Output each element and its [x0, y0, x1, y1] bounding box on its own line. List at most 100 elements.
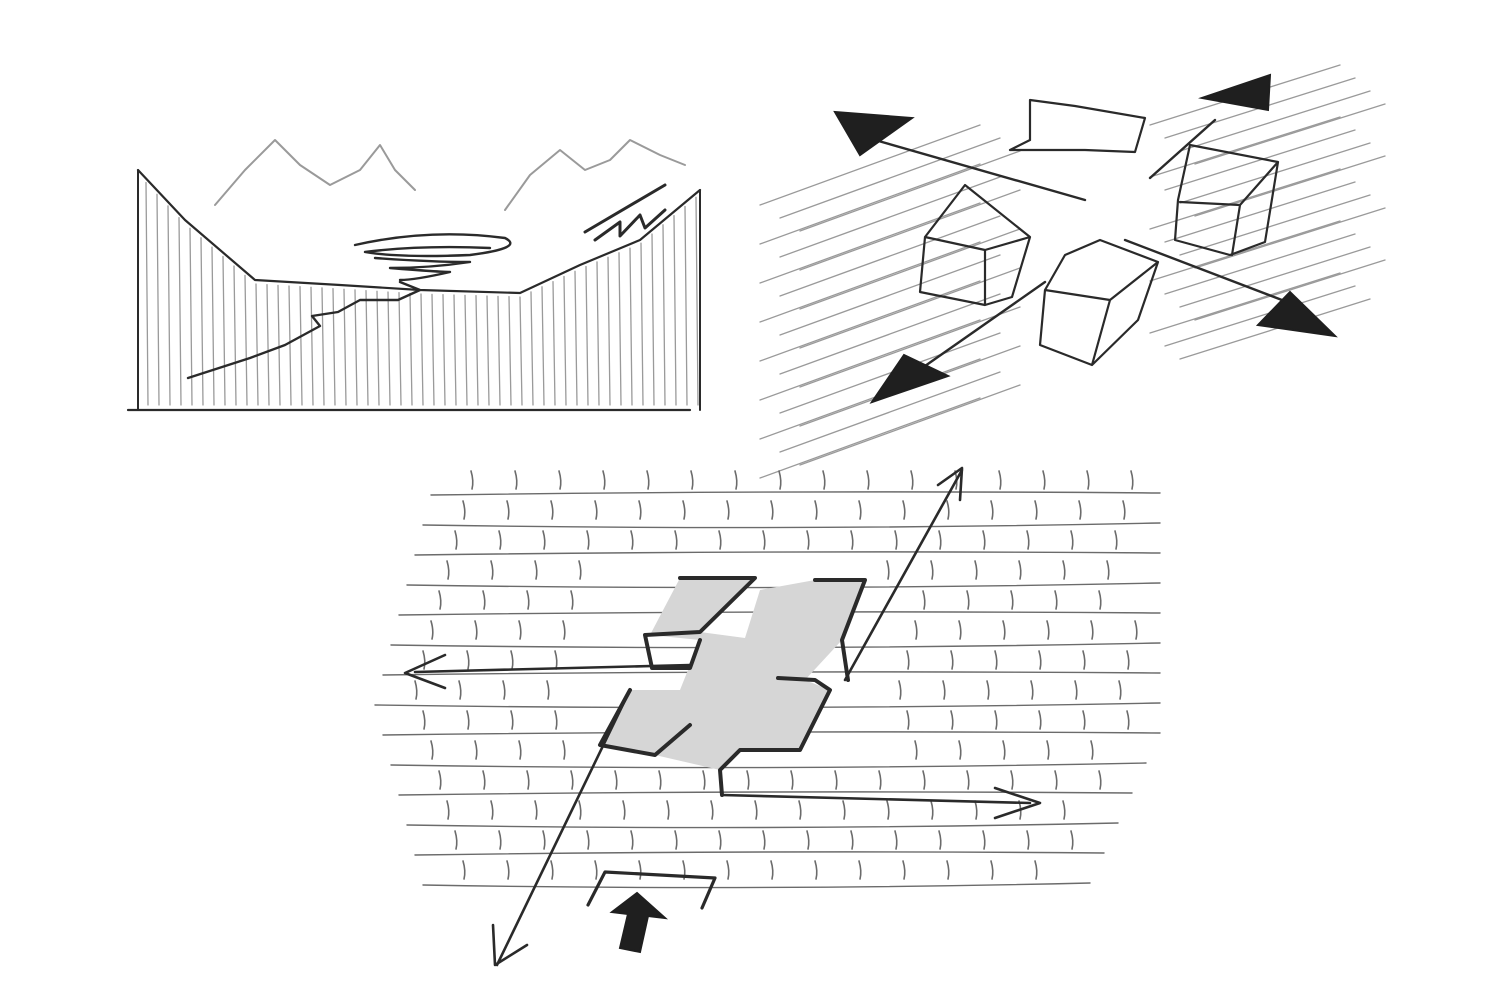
terrace-tick	[1062, 800, 1066, 820]
terrace-tick	[446, 560, 450, 580]
terrace-tick	[550, 500, 554, 520]
terrace-tick	[510, 650, 514, 670]
terrace-tick	[842, 800, 846, 820]
terrace-tick	[586, 530, 590, 550]
hatch-stroke	[310, 286, 314, 406]
cube-right	[1173, 143, 1280, 257]
terrace-tick	[902, 500, 906, 520]
hatch-stroke	[799, 267, 1021, 349]
terrace-tick	[594, 860, 598, 880]
hatch-stroke	[629, 247, 633, 406]
terrace-tick	[518, 620, 522, 640]
terrace-tick	[482, 770, 486, 790]
terrace-tick	[834, 770, 838, 790]
hatch-stroke	[431, 293, 435, 406]
hatch-stroke	[662, 224, 666, 406]
terrace-tick	[982, 530, 986, 550]
cube-left	[918, 183, 1032, 307]
terrace-tick	[806, 830, 810, 850]
terrace-tick	[602, 470, 606, 490]
hatch-stroke	[145, 181, 149, 406]
terrace-tick	[558, 470, 562, 490]
terrace-tick	[534, 560, 538, 580]
terrace-tick	[1086, 470, 1090, 490]
hatch-stroke	[585, 265, 589, 406]
terrace-tick	[1054, 770, 1058, 790]
terrace-tick	[658, 770, 662, 790]
terrace-tick	[958, 740, 962, 760]
terrace-line	[422, 882, 1091, 889]
terrace-tick	[906, 710, 910, 730]
terrace-tick	[914, 740, 918, 760]
terrace-tick	[1078, 500, 1082, 520]
terrace-line	[414, 851, 1105, 856]
terrace-tick	[630, 830, 634, 850]
terrace-tick	[910, 470, 914, 490]
arrow-right	[720, 786, 1042, 820]
terrace-tick	[562, 620, 566, 640]
terrace-tick	[462, 860, 466, 880]
hatch-stroke	[759, 241, 981, 323]
terrace-tick	[966, 770, 970, 790]
terrace-tick	[490, 560, 494, 580]
terrace-line	[390, 762, 1147, 769]
hatch-stroke	[365, 289, 369, 406]
terrace-tick	[886, 800, 890, 820]
terrace-tick	[754, 800, 758, 820]
terrace-tick	[594, 500, 598, 520]
terrace-tick	[506, 500, 510, 520]
hatch-stroke	[1164, 233, 1356, 295]
hatch-stroke	[799, 306, 1021, 388]
hatch-stroke	[156, 193, 160, 406]
terrace-tick	[974, 800, 978, 820]
hatch-stroke	[1179, 246, 1371, 308]
terrace-tick	[430, 740, 434, 760]
terrace-tick	[474, 740, 478, 760]
hatch-stroke	[475, 295, 479, 406]
terrace-tick	[682, 500, 686, 520]
terrace-tick	[1034, 860, 1038, 880]
terrace-tick	[1118, 680, 1122, 700]
hatch-stroke	[1164, 181, 1356, 243]
terrace-tick	[454, 830, 458, 850]
hatch-stroke	[759, 397, 981, 479]
hatch-stroke	[607, 256, 611, 406]
hatch-stroke	[799, 228, 1021, 310]
hatch-stroke	[1179, 142, 1371, 204]
terrace-tick	[502, 680, 506, 700]
terrace-line	[414, 551, 1161, 556]
terrace-tick	[878, 770, 882, 790]
terrace-line	[430, 491, 1161, 496]
terrace-tick	[526, 770, 530, 790]
terrace-tick	[462, 500, 466, 520]
terrace-tick	[850, 830, 854, 850]
terrace-tick	[438, 770, 442, 790]
valley-profile	[136, 168, 702, 295]
terrace-tick	[458, 680, 462, 700]
terrace-tick	[982, 830, 986, 850]
terrace-tick	[514, 470, 518, 490]
arrowhead-bottom-left	[869, 353, 951, 404]
terrace-tick	[974, 560, 978, 580]
hatch-stroke	[200, 237, 204, 406]
terrace-tick	[490, 800, 494, 820]
hatch-stroke	[618, 252, 622, 406]
terrace-line	[422, 522, 1161, 529]
terrace-tick	[638, 860, 642, 880]
terrace-tick	[482, 590, 486, 610]
terrace-tick	[470, 470, 474, 490]
terrace-tick	[806, 530, 810, 550]
entry-bracket	[586, 870, 717, 910]
hatch-stroke	[222, 255, 226, 406]
hatch-stroke	[1164, 129, 1356, 191]
arrowhead-top-right	[1198, 73, 1272, 112]
terrace-tick	[902, 860, 906, 880]
hatch-stroke	[779, 176, 1001, 258]
hatch-stroke	[244, 274, 248, 406]
terrace-tick	[614, 770, 618, 790]
terrace-tick	[898, 680, 902, 700]
hatch-stroke	[398, 292, 402, 406]
hatch-stroke	[799, 384, 1021, 466]
terrace-tick	[510, 710, 514, 730]
terrace-tick	[1090, 740, 1094, 760]
